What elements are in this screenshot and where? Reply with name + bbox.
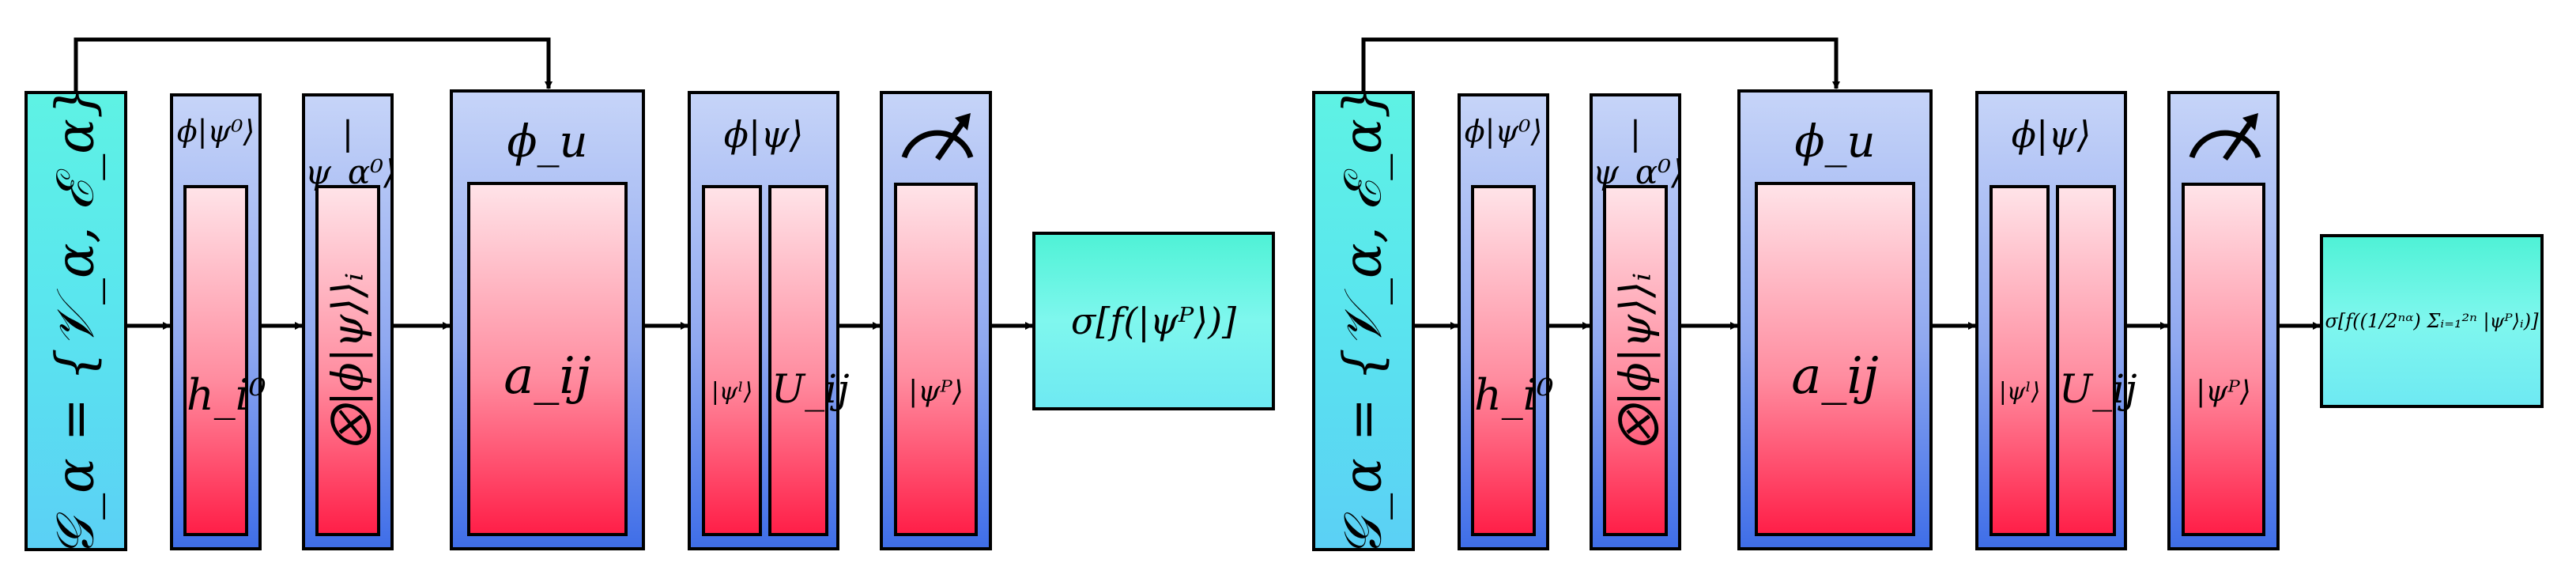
state-label: ⨂|ϕ|ψ⟩⟩ᵢ [1610,272,1661,449]
pipeline-2: 𝒢_α = {𝒱_α, ℰ_α} ϕ|ψ⁰⟩ h_i⁰ |ψ_α⁰⟩ ⨂|ϕ|ψ… [1288,0,2576,582]
evolve-layer-box: ϕ|ψ⟩ |ψˡ⟩ U_ij [688,91,850,550]
state-inner-box: ⨂|ϕ|ψ⟩⟩ᵢ [315,185,380,536]
measure-label: |ψᴾ⟩ [2196,376,2251,408]
unitary-layer-header: ϕ_u [1794,116,1876,168]
graph-input-box: 𝒢_α = {𝒱_α, ℰ_α} [25,85,127,557]
init-layer-header: ϕ|ψ⁰⟩ [1464,114,1543,149]
measure-inner-box: |ψᴾ⟩ [894,183,978,536]
unitary-layer-header: ϕ_u [507,116,588,168]
unitary-layer-box: ϕ_u a_ij [1737,89,1933,550]
measure-label: |ψᴾ⟩ [908,376,964,408]
output-label: σ[f(|ψᴾ⟩)] [1070,300,1237,342]
evolve-inner-box-right: U_ij [768,185,850,536]
output-box: σ[f(|ψᴾ⟩)] [1032,232,1275,410]
evolve-label-a: |ψˡ⟩ [1998,378,2041,406]
state-label: ⨂|ϕ|ψ⟩⟩ᵢ [322,272,373,449]
init-layer-header: ϕ|ψ⁰⟩ [176,114,255,149]
unitary-inner-box: a_ij [467,182,628,536]
unitary-label: a_ij [1791,347,1879,406]
state-inner-box: ⨂|ϕ|ψ⟩⟩ᵢ [1603,185,1668,536]
graph-label: 𝒢_α = {𝒱_α, ℰ_α} [44,85,106,557]
measurement-meter-icon [2189,113,2261,161]
init-layer-box: ϕ|ψ⁰⟩ h_i⁰ [1458,93,1554,550]
state-layer-header: |ψ_α⁰⟩ [1593,114,1684,191]
init-layer-box: ϕ|ψ⁰⟩ h_i⁰ [170,93,266,550]
skip-connection-arrow [1361,37,1840,91]
measurement-meter-icon [901,113,974,161]
state-layer-box: |ψ_α⁰⟩ ⨂|ϕ|ψ⟩⟩ᵢ [302,93,397,550]
pipeline-1: 𝒢_α = {𝒱_α, ℰ_α} ϕ|ψ⁰⟩ h_i⁰ |ψ_α⁰⟩ ⨂|ϕ|ψ… [25,37,1275,557]
evolve-layer-header: ϕ|ψ⟩ [2011,113,2091,156]
output-label: σ[f((1/2ⁿᵅ) Σᵢ₌₁²ⁿ |ψᴾ⟩ᵢ)] [2325,310,2539,332]
evolve-inner-box-left: |ψˡ⟩ [1990,185,2050,536]
skip-connection-arrow [74,37,553,91]
init-inner-box: h_i⁰ [183,185,266,536]
unitary-inner-box: a_ij [1755,182,1915,536]
output-box: σ[f((1/2ⁿᵅ) Σᵢ₌₁²ⁿ |ψᴾ⟩ᵢ)] [2320,234,2544,408]
state-layer-box: |ψ_α⁰⟩ ⨂|ϕ|ψ⟩⟩ᵢ [1590,93,1684,550]
evolve-inner-box-left: |ψˡ⟩ [702,185,762,536]
evolve-label-a: |ψˡ⟩ [711,378,753,406]
measure-layer-box: |ψᴾ⟩ [880,91,992,550]
unitary-layer-box: ϕ_u a_ij [450,89,645,550]
evolve-label-b: U_ij [2059,366,2137,412]
evolve-layer-box: ϕ|ψ⟩ |ψˡ⟩ U_ij [1975,91,2137,550]
evolve-label-b: U_ij [771,366,850,412]
init-label: h_i⁰ [187,370,266,420]
connector-arrows [1361,37,2321,330]
init-inner-box: h_i⁰ [1471,185,1554,536]
connector-arrows [74,37,1033,330]
unitary-label: a_ij [504,347,591,406]
graph-label: 𝒢_α = {𝒱_α, ℰ_α} [1332,85,1394,557]
graph-input-box: 𝒢_α = {𝒱_α, ℰ_α} [1312,85,1415,557]
evolve-inner-box-right: U_ij [2056,185,2137,536]
measure-layer-box: |ψᴾ⟩ [2167,91,2280,550]
state-layer-header: |ψ_α⁰⟩ [305,114,397,191]
init-label: h_i⁰ [1474,370,1554,420]
evolve-layer-header: ϕ|ψ⟩ [723,113,804,156]
measure-inner-box: |ψᴾ⟩ [2182,183,2265,536]
